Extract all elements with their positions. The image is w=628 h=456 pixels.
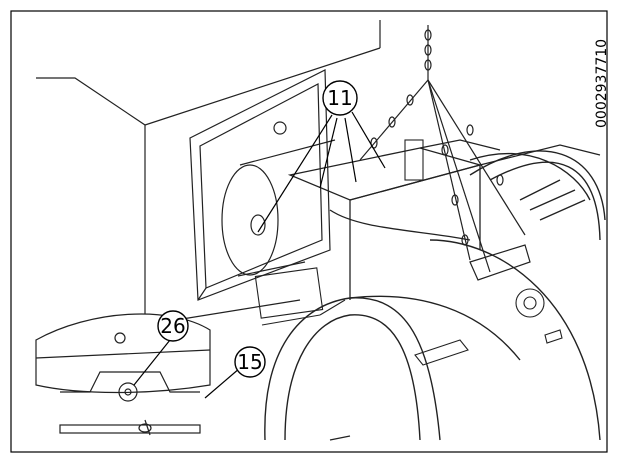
side-parts [254, 139, 563, 366]
callout-15: 15 [234, 346, 266, 378]
front-cover [264, 295, 521, 441]
callout-26: 26 [157, 310, 189, 342]
callout-11: 11 [322, 80, 358, 116]
mounting-flange [189, 69, 331, 301]
svg-text:26: 26 [160, 314, 185, 338]
chain-links [370, 29, 504, 246]
burner-housing [287, 139, 601, 300]
lifting-chain [359, 25, 531, 281]
svg-text:11: 11 [327, 86, 352, 110]
burner-head [221, 121, 336, 277]
leader-lines [133, 111, 386, 399]
fan-housing [429, 150, 606, 441]
document-code: 0002937710 [594, 39, 610, 128]
svg-text:15: 15 [237, 350, 262, 374]
figure-frame [10, 10, 608, 453]
